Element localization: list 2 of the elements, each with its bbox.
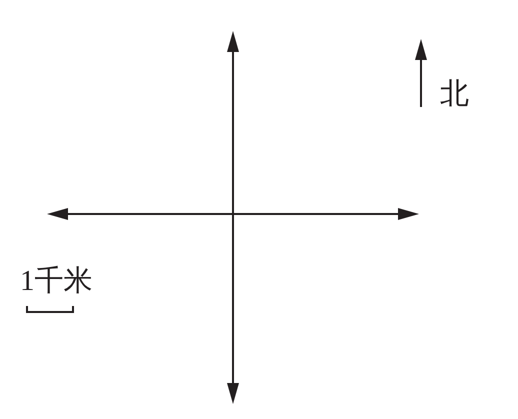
- north-label: 北: [440, 80, 469, 109]
- scale-label: 1千米: [20, 267, 92, 296]
